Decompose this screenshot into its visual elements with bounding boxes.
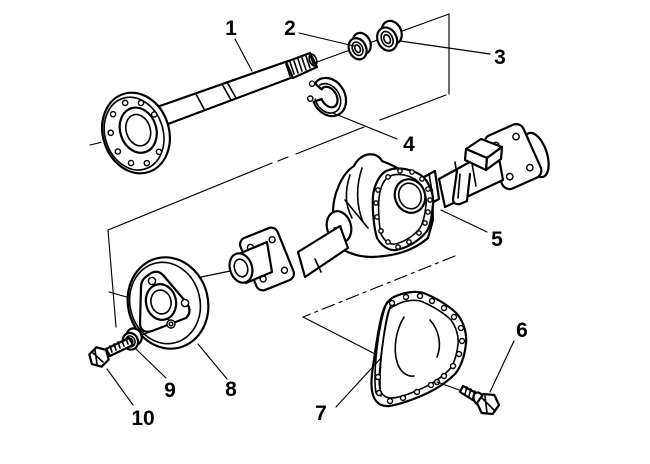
gasket-edge <box>374 301 388 394</box>
callout-10: 10 <box>131 407 154 430</box>
spline-hatching <box>285 54 315 77</box>
callout-3: 3 <box>494 46 506 69</box>
callout-2: 2 <box>284 17 296 40</box>
callout-9: 9 <box>164 379 176 402</box>
axle-housing <box>228 123 550 292</box>
callout-4: 4 <box>403 133 415 156</box>
bolt-thread-hatching <box>109 338 129 353</box>
cover-bolt-axis-line <box>436 381 463 392</box>
outer-washer-bearing <box>376 19 403 52</box>
c-lock-retainer-clip <box>306 76 348 118</box>
callout-6: 6 <box>516 319 528 342</box>
axle-shaft <box>101 51 319 175</box>
cover-bolt-holes <box>374 292 466 405</box>
leader-lines <box>106 32 515 408</box>
differential-cover <box>370 290 468 408</box>
cover-bolt <box>458 384 501 416</box>
retainer-plate <box>108 256 210 350</box>
inner-washer-seal <box>347 31 372 61</box>
retainer-bolt <box>88 336 135 368</box>
callout-numbers: 1 2 3 4 5 6 7 8 9 10 <box>131 17 528 430</box>
callout-7: 7 <box>315 402 327 425</box>
callout-5: 5 <box>491 228 503 251</box>
callout-8: 8 <box>225 378 237 401</box>
axle-flange <box>101 91 171 175</box>
callout-1: 1 <box>225 17 237 40</box>
gasket-bolt-holes <box>373 168 433 250</box>
